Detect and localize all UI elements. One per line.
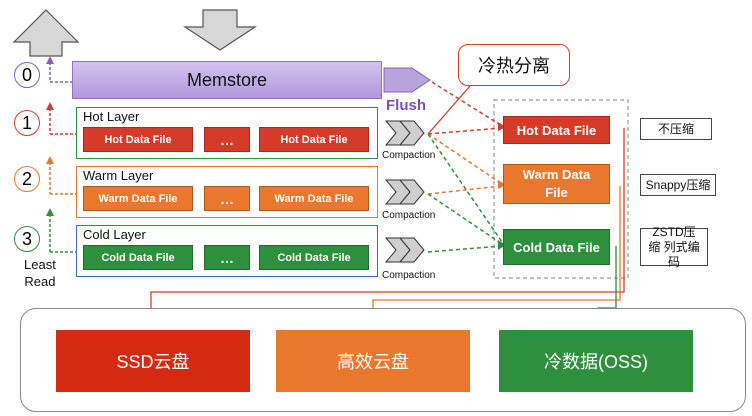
cold-layer: Cold Layer Cold Data File … Cold Data Fi… (76, 225, 378, 277)
note-zstd: ZSTD压缩 列式编码 (640, 225, 708, 269)
hot-layer: Hot Layer Hot Data File … Hot Data File (76, 107, 378, 159)
note-no-compression: 不压缩 (640, 118, 712, 140)
level-2-badge: 2 (14, 166, 40, 192)
memstore-box: Memstore (72, 61, 382, 99)
hot-data-file-2: Hot Data File (259, 127, 369, 152)
cold-ellipsis: … (204, 245, 250, 270)
cold-layer-title: Cold Layer (83, 227, 146, 242)
hot-data-file-1: Hot Data File (83, 127, 193, 152)
compaction-label-cold: Compaction (382, 270, 436, 281)
right-warm-data-file: Warm Data File (503, 164, 610, 204)
level-0-badge: 0 (14, 62, 40, 88)
compaction-label-warm: Compaction (382, 210, 436, 221)
warm-ellipsis: … (204, 186, 250, 211)
least-read-line-1: Least (24, 257, 56, 272)
warm-layer-title: Warm Layer (83, 168, 154, 183)
cold-data-file-2: Cold Data File (259, 245, 369, 270)
least-read-label: Least Read (24, 256, 56, 290)
right-cold-data-file: Cold Data File (503, 229, 610, 265)
right-hot-data-file: Hot Data File (503, 116, 610, 144)
cold-data-file-1: Cold Data File (83, 245, 193, 270)
separation-callout: 冷热分离 (458, 44, 570, 86)
warm-data-file-2: Warm Data File (259, 186, 369, 211)
warm-data-file-1: Warm Data File (83, 186, 193, 211)
ssd-disk: SSD云盘 (56, 330, 250, 392)
note-snappy: Snappy压缩 (640, 174, 716, 196)
compaction-label-hot: Compaction (382, 150, 436, 161)
warm-layer: Warm Layer Warm Data File … Warm Data Fi… (76, 166, 378, 218)
cold-oss: 冷数据(OSS) (499, 330, 693, 392)
hot-layer-title: Hot Layer (83, 109, 140, 124)
level-3-badge: 3 (14, 226, 40, 252)
flush-label: Flush (386, 97, 426, 114)
hot-ellipsis: … (204, 127, 250, 152)
level-1-badge: 1 (14, 110, 40, 136)
least-read-line-2: Read (24, 274, 56, 289)
efficient-disk: 高效云盘 (276, 330, 470, 392)
